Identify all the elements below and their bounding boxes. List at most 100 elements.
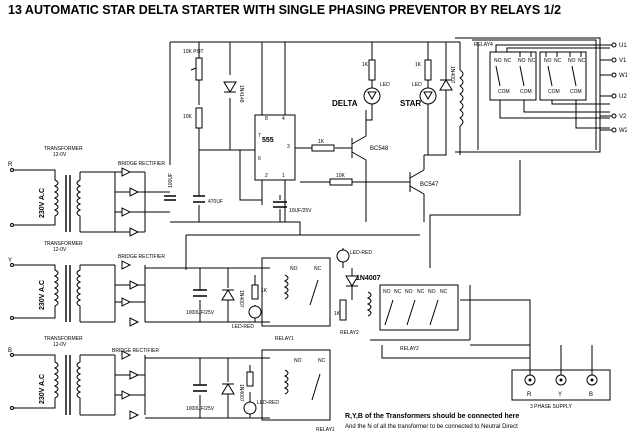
relay4-box xyxy=(455,37,601,153)
diode-label: 1N4148 xyxy=(238,85,244,103)
svg-text:NO: NO xyxy=(383,289,391,295)
svg-text:NO: NO xyxy=(568,58,576,64)
svg-text:NC: NC xyxy=(394,289,402,295)
base-resistor-1-label: 1K xyxy=(318,139,325,145)
relay1-box xyxy=(261,257,331,327)
svg-text:NC: NC xyxy=(318,358,326,364)
svg-text:NC: NC xyxy=(554,58,562,64)
transformer-block-r: TRANSFORMER 12-0V 230V A.C BRIDGE RECTIF… xyxy=(8,146,176,237)
svg-text:1: 1 xyxy=(282,173,285,179)
svg-text:COM: COM xyxy=(548,89,560,95)
svg-text:NC: NC xyxy=(578,58,586,64)
svg-text:3: 3 xyxy=(287,144,290,150)
ic-555 xyxy=(254,114,296,181)
relay4-contacts: NO NC NO NC NO NC NO NC COM COM COM COM xyxy=(489,44,610,129)
star-resistor-label: 1K xyxy=(415,62,422,68)
y-input-label: Y xyxy=(8,258,12,264)
delta-resistor-label: 1K xyxy=(362,62,369,68)
svg-text:BRIDGE RECTIFIER: BRIDGE RECTIFIER xyxy=(118,161,165,167)
timing-capacitor xyxy=(193,195,205,203)
svg-text:100UF: 100UF xyxy=(168,173,174,188)
svg-text:230V A.C: 230V A.C xyxy=(39,374,46,404)
ic-label: 555 xyxy=(262,137,274,144)
svg-text:R: R xyxy=(527,392,532,398)
svg-text:NO: NO xyxy=(294,358,302,364)
relay2-bottom-label: RELAY2 xyxy=(400,346,419,352)
svg-text:4: 4 xyxy=(282,116,285,122)
svg-text:NC: NC xyxy=(504,58,512,64)
svg-text:TRANSFORMER: TRANSFORMER xyxy=(44,336,83,342)
svg-text:7: 7 xyxy=(258,133,261,139)
svg-text:LED-RED: LED-RED xyxy=(257,400,279,406)
relay4-label: RELAY4 xyxy=(474,42,493,48)
terminal-v2: V2 xyxy=(619,114,627,120)
motor-terminals: U1 V1 W1 U2 V2 W2 xyxy=(600,42,627,134)
delta-label: DELTA xyxy=(332,99,358,108)
svg-text:230V A.C: 230V A.C xyxy=(39,188,46,218)
terminal-w2: W2 xyxy=(619,128,627,134)
relay2-label: RELAY2 xyxy=(340,330,359,336)
svg-text:1000UF/25V: 1000UF/25V xyxy=(186,310,215,316)
svg-text:NO: NO xyxy=(544,58,552,64)
relay1-label: RELAY1 xyxy=(275,336,294,342)
delta-led xyxy=(363,87,381,105)
svg-text:TRANSFORMER: TRANSFORMER xyxy=(44,146,83,152)
base-resistor-2-label: 10K xyxy=(336,173,346,179)
svg-text:12-0V: 12-0V xyxy=(53,342,67,348)
ic-capacitor xyxy=(273,201,287,208)
svg-text:1N4007: 1N4007 xyxy=(238,290,244,308)
svg-text:TRANSFORMER: TRANSFORMER xyxy=(44,241,83,247)
transformer-block-b: TRANSFORMER 12-0V 230V A.C BRIDGE RECTIF… xyxy=(8,336,335,433)
svg-text:NO: NO xyxy=(518,58,526,64)
svg-text:NO: NO xyxy=(494,58,502,64)
relay3-box xyxy=(261,349,331,421)
svg-text:NO: NO xyxy=(405,289,413,295)
svg-text:COM: COM xyxy=(570,89,582,95)
bc547-label: BC547 xyxy=(420,182,439,188)
svg-text:12-0V: 12-0V xyxy=(53,152,67,158)
transformer-block-y: TRANSFORMER 12-0V 230V A.C BRIDGE RECTIF… xyxy=(8,241,331,342)
star-label: STAR xyxy=(400,99,421,108)
base-resistor-2 xyxy=(329,178,353,186)
svg-text:NC: NC xyxy=(417,289,425,295)
timing-diode xyxy=(223,81,237,93)
pot-label: 10K POT xyxy=(183,49,204,55)
svg-text:8: 8 xyxy=(265,116,268,122)
delta-led-type-label: LED xyxy=(380,82,390,88)
relay2-diode-label: 1N4007 xyxy=(356,275,381,282)
note-neutral: And the N of all the transformer to be c… xyxy=(345,424,518,430)
svg-text:COM: COM xyxy=(520,89,532,95)
svg-text:LED-RED: LED-RED xyxy=(232,324,254,330)
svg-text:12-0V: 12-0V xyxy=(53,247,67,253)
timer-resistor xyxy=(195,107,203,129)
terminal-u2: U2 xyxy=(619,94,627,100)
relay2: LED-RED 1N4007 1K NO NC NO NC NO NC RELA… xyxy=(334,160,531,359)
terminal-v1: V1 xyxy=(619,58,627,64)
svg-text:1K: 1K xyxy=(334,311,341,317)
ground-rail xyxy=(170,221,301,235)
delta-led-resistor xyxy=(368,59,376,81)
svg-text:1N4007: 1N4007 xyxy=(238,384,244,402)
svg-text:NC: NC xyxy=(528,58,536,64)
star-led xyxy=(419,87,437,105)
svg-text:230V A.C: 230V A.C xyxy=(39,280,46,310)
star-led-type-label: LED xyxy=(412,82,422,88)
timer-resistor-label: 10K xyxy=(183,114,193,120)
three-phase-supply: R Y B 3 PHASE SUPPLY xyxy=(470,344,611,410)
svg-text:B: B xyxy=(589,392,593,398)
svg-text:2: 2 xyxy=(265,173,268,179)
svg-text:BRIDGE RECTIFIER: BRIDGE RECTIFIER xyxy=(118,254,165,260)
svg-text:6: 6 xyxy=(258,156,261,162)
terminal-w1: W1 xyxy=(619,73,627,79)
relay4-coil xyxy=(459,69,464,127)
svg-text:1K: 1K xyxy=(261,288,268,294)
relay4-diode-label: 1N4007 xyxy=(449,66,455,84)
svg-text:NC: NC xyxy=(440,289,448,295)
transistor-bc548 xyxy=(351,135,367,161)
bc548-label: BC548 xyxy=(370,146,389,152)
svg-text:NO: NO xyxy=(290,266,298,272)
base-resistor-1 xyxy=(311,144,335,152)
svg-text:Y: Y xyxy=(558,392,562,398)
